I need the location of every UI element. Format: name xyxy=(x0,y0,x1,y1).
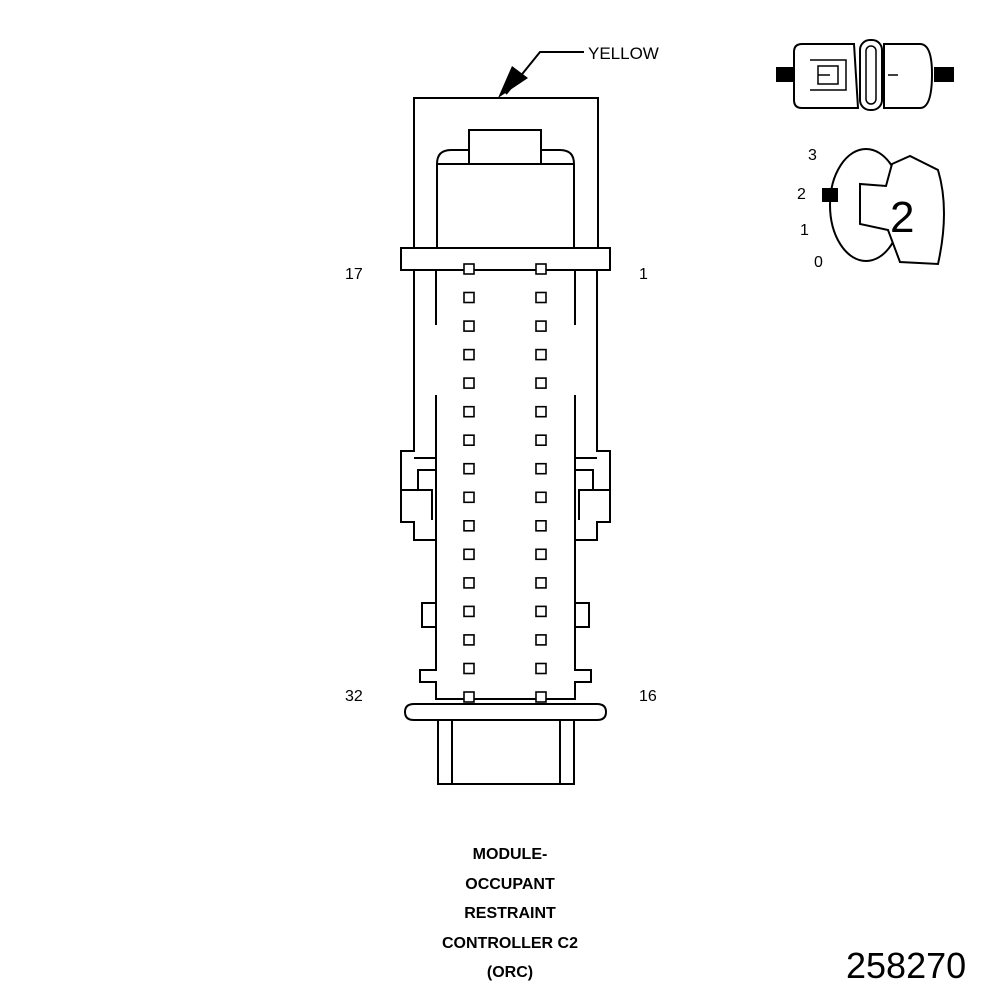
pin-cavity xyxy=(535,320,547,332)
pin-cavity xyxy=(463,405,475,418)
pin-cavities xyxy=(463,263,547,703)
wire-exit xyxy=(437,719,575,785)
pin-cavity xyxy=(463,634,475,646)
top-flange xyxy=(400,247,611,271)
pin-cavity xyxy=(535,691,547,703)
pin-cavity xyxy=(463,491,475,504)
document-id: 258270 xyxy=(846,945,967,986)
pin-cavity xyxy=(535,434,547,447)
pin-cavity xyxy=(535,519,547,532)
caption-line-5: (ORC) xyxy=(486,964,534,981)
pin-cavity xyxy=(463,320,475,332)
pin-label-17: 17 xyxy=(345,266,363,283)
color-key-icon xyxy=(822,148,945,266)
pin-label-32: 32 xyxy=(345,688,363,705)
pin-cavity xyxy=(535,291,547,304)
caption-line-4: CONTROLLER C2 xyxy=(442,934,578,952)
locking-tab xyxy=(468,129,542,165)
pin-cavity xyxy=(463,263,475,275)
pin-cavity xyxy=(535,577,547,589)
pin-cavity xyxy=(535,491,547,504)
pin-cavity xyxy=(535,462,547,475)
pin-cavity xyxy=(463,291,475,304)
side-key-left xyxy=(421,602,437,628)
pin-cavity xyxy=(535,605,547,618)
pin-cavity xyxy=(535,548,547,561)
pin-cavity xyxy=(463,577,475,589)
pin-cavity xyxy=(463,434,475,447)
connector-body xyxy=(400,269,611,700)
wire-color-label: YELLOW xyxy=(588,44,659,63)
pin-cavity xyxy=(463,662,475,675)
side-latch-left xyxy=(414,457,437,520)
pin-cavity xyxy=(463,548,475,561)
pin-cavity xyxy=(463,377,475,389)
pin-cavity xyxy=(463,462,475,475)
connector-side-view-icon xyxy=(776,39,954,111)
pin-cavity xyxy=(463,348,475,361)
connector-caption: MODULE- OCCUPANT RESTRAINT CONTROLLER C2… xyxy=(410,840,610,988)
pin-cavity xyxy=(535,634,547,646)
bottom-flange xyxy=(403,703,608,721)
pin-label-1: 1 xyxy=(639,266,648,283)
side-latch-right xyxy=(574,457,597,520)
pin-cavity xyxy=(535,348,547,361)
pin-cavity xyxy=(535,263,547,275)
color-key-digit: 2 xyxy=(890,193,915,242)
pin-cavity xyxy=(535,405,547,418)
side-key-right xyxy=(574,602,590,628)
pin-cavity xyxy=(463,605,475,618)
position-mark-3: 3 xyxy=(808,147,817,164)
caption-line-3: RESTRAINT xyxy=(464,905,556,922)
wire-arrow-icon xyxy=(498,66,528,98)
pin-cavity xyxy=(463,691,475,703)
position-mark-2: 2 xyxy=(797,186,806,203)
position-mark-1: 1 xyxy=(800,222,809,239)
caption-line-2: OCCUPANT xyxy=(465,875,555,893)
caption-line-1: MODULE- xyxy=(472,846,548,863)
pin-label-16: 16 xyxy=(639,688,657,705)
pin-cavity xyxy=(535,662,547,675)
pin-cavity xyxy=(535,377,547,389)
pin-cavity xyxy=(463,519,475,532)
position-mark-0: 0 xyxy=(814,254,823,271)
